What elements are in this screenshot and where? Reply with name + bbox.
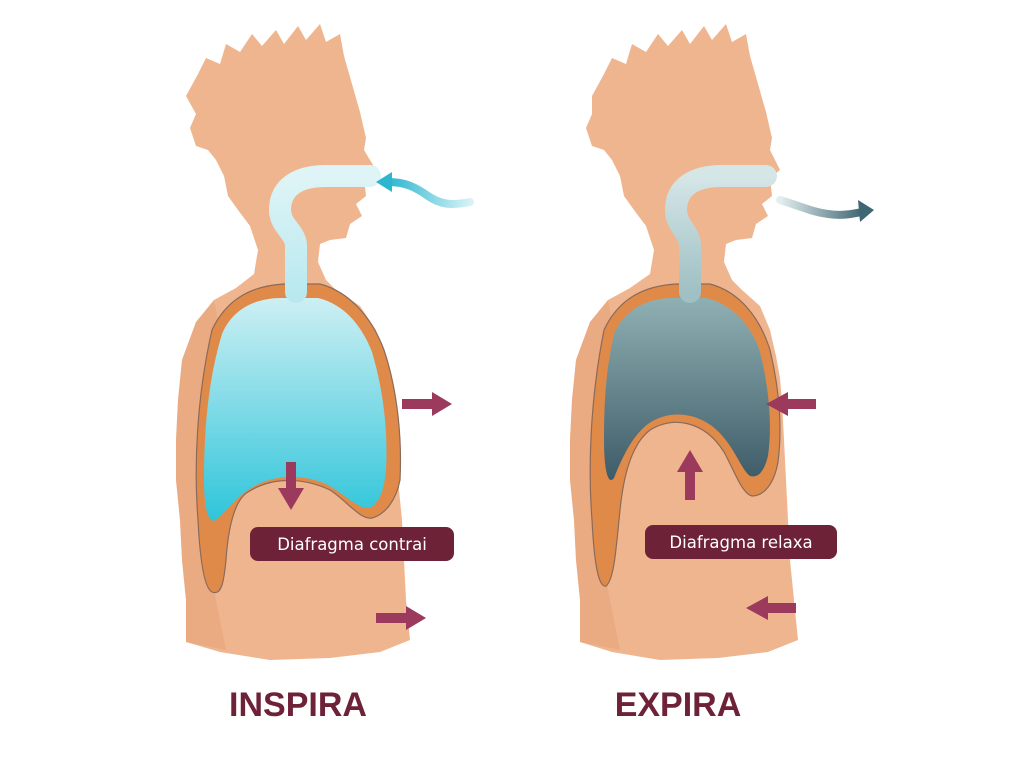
chest-expand-arrow	[402, 392, 452, 416]
exhale-title: EXPIRA	[615, 686, 742, 724]
inhale-diaphragm-label: Diafragma contrai	[250, 527, 454, 561]
inhale-diaphragm-label-text: Diafragma contrai	[277, 535, 427, 554]
inhale-lungs	[204, 298, 387, 521]
inhale-airway	[269, 165, 381, 303]
diaphragm-up-arrow	[677, 450, 703, 500]
air-out-stream	[776, 196, 866, 219]
diaphragm-down-arrow	[278, 462, 304, 510]
exhale-diaphragm-label-text: Diafragma relaxa	[669, 533, 812, 552]
abdomen-contract-arrow	[746, 596, 796, 620]
air-in-stream	[384, 178, 474, 208]
exhale-airway	[665, 165, 777, 303]
inhale-figure: Diafragma contrai	[176, 24, 474, 660]
air-in-arrowhead	[376, 172, 392, 192]
abdomen-expand-arrow	[376, 606, 426, 630]
inhale-title: INSPIRA	[229, 686, 367, 724]
air-out-arrowhead	[858, 200, 874, 222]
exhale-diaphragm-label: Diafragma relaxa	[645, 525, 837, 559]
chest-contract-arrow	[766, 392, 816, 416]
exhale-figure: Diafragma relaxa	[570, 24, 874, 660]
exhale-lungs	[604, 298, 770, 481]
